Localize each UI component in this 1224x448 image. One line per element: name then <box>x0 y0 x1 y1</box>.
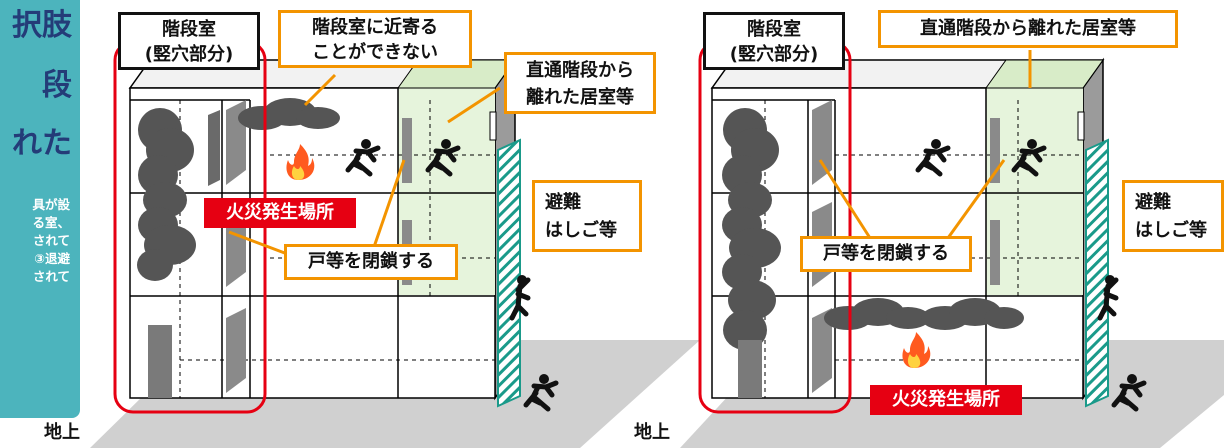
room-door <box>990 118 1000 183</box>
side-heading-3: れた <box>12 126 72 161</box>
callout-line: ことができない <box>312 42 438 63</box>
callout-escape-ladder: 避難 はしご等 <box>1122 180 1224 252</box>
side-heading-2: 段 <box>42 68 72 103</box>
side-panel: 択肢 段 れた 具が設 る室、 されて ③退避 されて <box>0 0 80 418</box>
stairwell-label-line: 階段室 <box>747 19 801 40</box>
smoke-cloud <box>238 98 340 130</box>
callout-line: 離れた居室等 <box>526 87 634 108</box>
stair-door <box>812 100 832 185</box>
smoke-column <box>137 108 196 281</box>
side-body-text: 具が設 る室、 されて ③退避 されて <box>0 196 70 286</box>
callout-line: 避難 <box>1135 192 1171 213</box>
stairwell-label: 階段室 (竪穴部分) <box>118 12 260 70</box>
stairwell-label-line: (竪穴部分) <box>729 44 819 65</box>
ground-label: 地上 <box>44 422 80 443</box>
escape-ladder <box>1085 138 1109 408</box>
side-body-line: ③退避 <box>34 251 70 266</box>
ground-label: 地上 <box>634 422 670 443</box>
right-diagram <box>680 40 1224 448</box>
stairwell-label-line: (竪穴部分) <box>144 44 234 65</box>
callout-cannot-approach: 階段室に近寄る ことができない <box>278 10 472 68</box>
callout-line: はしご等 <box>545 220 617 241</box>
stairwell-label-line: 階段室 <box>162 19 216 40</box>
far-room-highlight <box>398 88 495 295</box>
callout-line: 避難 <box>545 192 581 213</box>
smoke-cloud <box>824 298 1024 330</box>
side-body-line: されて <box>32 233 70 248</box>
fire-location-label: 火災発生場所 <box>870 385 1022 415</box>
far-room-highlight <box>986 88 1083 295</box>
fire-location-label: 火災発生場所 <box>204 198 356 228</box>
callout-far-room: 直通階段から離れた居室等 <box>878 10 1178 48</box>
room-door <box>402 118 412 183</box>
stair-door <box>226 308 246 393</box>
side-heading-1: 択肢 <box>12 8 72 43</box>
callout-line: はしご等 <box>1135 220 1207 241</box>
side-body-line: 具が設 <box>32 197 70 212</box>
callout-escape-ladder: 避難 はしご等 <box>532 180 642 252</box>
room-door <box>990 220 1000 285</box>
stairwell-label: 階段室 (竪穴部分) <box>703 12 845 70</box>
callout-close-doors: 戸等を閉鎖する <box>800 236 972 272</box>
callout-line: 直通階段から <box>526 60 634 81</box>
callout-far-room: 直通階段から 離れた居室等 <box>504 52 656 114</box>
stair-door <box>812 308 832 393</box>
callout-line: 階段室に近寄る <box>312 17 438 38</box>
side-body-line: る室、 <box>32 215 70 230</box>
escape-ladder <box>497 138 521 408</box>
side-body-line: されて <box>32 269 70 284</box>
callout-close-doors: 戸等を閉鎖する <box>284 244 458 280</box>
smoke-column <box>722 108 781 350</box>
